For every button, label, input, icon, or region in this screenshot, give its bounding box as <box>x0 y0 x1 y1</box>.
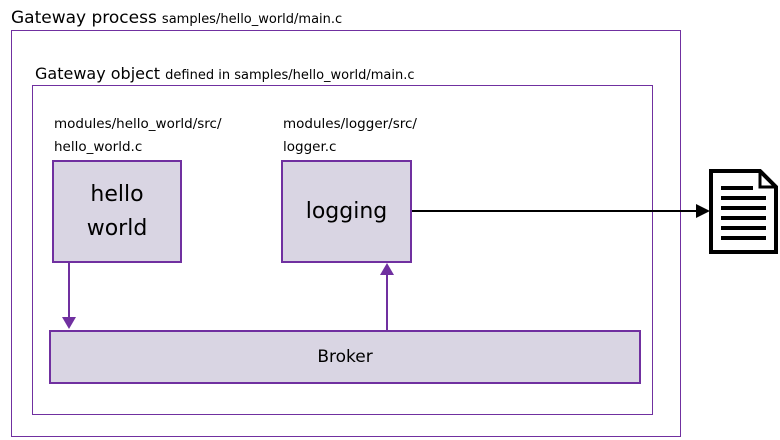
gateway-process-path: samples/hello_world/main.c <box>161 12 343 27</box>
hello-world-path-line1: modules/hello_world/src/ <box>54 116 222 132</box>
gateway-process-box <box>11 30 681 437</box>
logging-label: logging <box>305 198 388 224</box>
logging-module-box: logging <box>281 160 412 263</box>
hello-to-broker-arrow <box>62 263 76 329</box>
gateway-object-defined-in: defined in samples/hello_world/main.c <box>165 68 415 83</box>
broker-to-logging-arrow <box>380 263 394 330</box>
gateway-process-label: Gateway process samples/hello_world/main… <box>11 8 342 28</box>
gateway-object-label: Gateway object defined in samples/hello_… <box>35 64 414 83</box>
gateway-object-box <box>32 85 653 415</box>
hello-world-path-line2: hello_world.c <box>54 139 143 155</box>
document-icon <box>709 169 778 254</box>
hello-world-module-box: hello world <box>52 160 182 263</box>
gateway-process-title: Gateway process <box>11 8 157 28</box>
broker-label: Broker <box>317 347 373 367</box>
broker-box: Broker <box>49 330 641 384</box>
hello-world-source-path: modules/hello_world/src/ hello_world.c <box>54 113 222 159</box>
logging-to-document-arrow <box>412 204 710 218</box>
logger-path-line1: modules/logger/src/ <box>283 116 417 132</box>
hello-world-label-line2: world <box>86 215 148 241</box>
logger-source-path: modules/logger/src/ logger.c <box>283 113 417 159</box>
gateway-object-title: Gateway object <box>35 64 161 83</box>
hello-world-label-line1: hello <box>90 181 144 207</box>
logger-path-line2: logger.c <box>283 139 337 155</box>
